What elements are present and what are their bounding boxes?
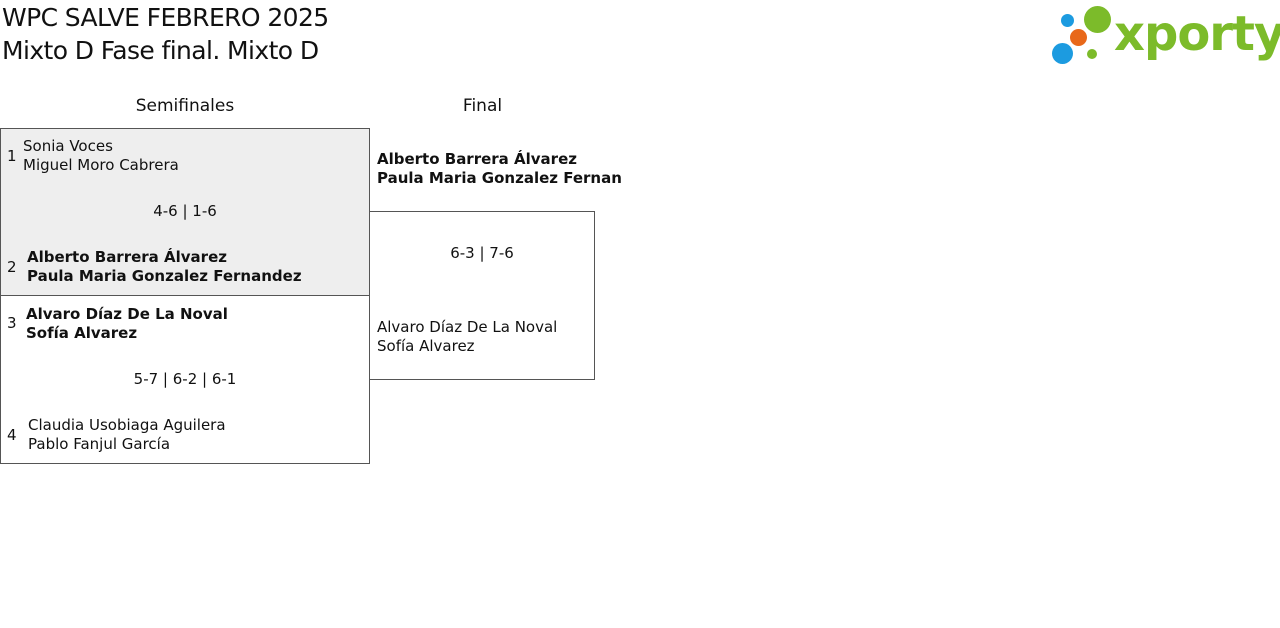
semifinal-1-team-a[interactable]: Sonia Voces Miguel Moro Cabrera (23, 137, 179, 175)
semifinal-2-score: 5-7 | 6-2 | 6-1 (133, 370, 237, 388)
semifinal-1-team-b-winner[interactable]: Alberto Barrera Álvarez Paula Maria Gonz… (27, 248, 302, 286)
round-header-semifinals: Semifinales (135, 96, 235, 116)
semifinal-2-team-a-winner[interactable]: Alvaro Díaz De La Noval Sofía Alvarez (26, 305, 228, 343)
player-name: Alvaro Díaz De La Noval (26, 305, 228, 323)
logo-dot-orange (1070, 29, 1087, 46)
player-name: Claudia Usobiaga Aguilera (28, 416, 226, 434)
xporty-logo[interactable]: xporty (1050, 2, 1280, 68)
logo-dot-green-small (1087, 49, 1097, 59)
semifinal-1-score: 4-6 | 1-6 (153, 202, 217, 220)
player-name: Sonia Voces (23, 137, 113, 155)
round-header-final: Final (462, 96, 503, 116)
player-name: Miguel Moro Cabrera (23, 156, 179, 174)
player-name: Alvaro Díaz De La Noval (377, 318, 558, 336)
final-team-a-winner[interactable]: Alberto Barrera Álvarez Paula Maria Gonz… (377, 150, 622, 188)
player-name: Alberto Barrera Álvarez (27, 248, 227, 266)
logo-dot-blue-large (1052, 43, 1073, 64)
seed-number: 1 (7, 147, 17, 165)
player-name: Paula Maria Gonzalez Fernandez (27, 267, 302, 285)
player-name: Sofía Alvarez (377, 337, 475, 355)
draw-subtitle: Mixto D Fase final. Mixto D (2, 36, 319, 65)
seed-number: 3 (7, 314, 17, 332)
final-match[interactable] (369, 211, 595, 380)
final-team-b[interactable]: Alvaro Díaz De La Noval Sofía Alvarez (377, 318, 557, 356)
seed-number: 4 (7, 426, 17, 444)
logo-wordmark: xporty (1114, 6, 1280, 62)
tournament-title: WPC SALVE FEBRERO 2025 (2, 3, 329, 32)
logo-dot-blue-small (1061, 14, 1074, 27)
seed-number: 2 (7, 258, 17, 276)
player-name: Pablo Fanjul García (28, 435, 171, 453)
final-score: 6-3 | 7-6 (450, 244, 514, 262)
semifinal-2-team-b[interactable]: Claudia Usobiaga Aguilera Pablo Fanjul G… (28, 416, 226, 454)
logo-dot-green (1084, 6, 1111, 33)
semifinal-1-match[interactable] (0, 128, 370, 296)
player-name: Alberto Barrera Álvarez (377, 150, 577, 168)
player-name: Sofía Alvarez (26, 324, 138, 342)
player-name: Paula Maria Gonzalez Fernan (377, 169, 622, 187)
